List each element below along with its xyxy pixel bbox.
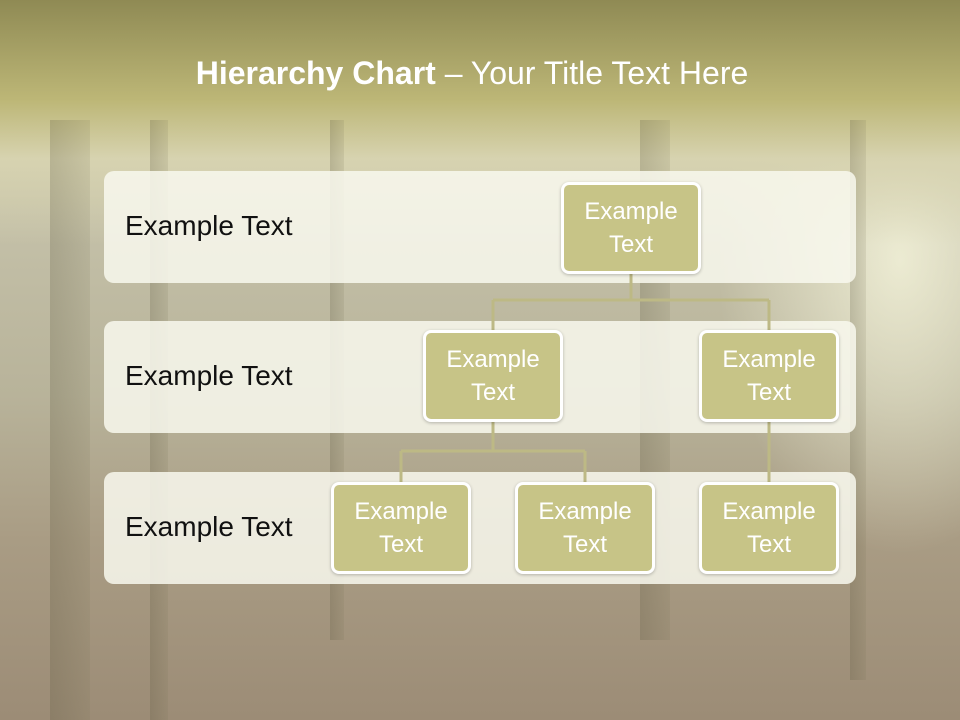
node-root[interactable]: Example Text	[561, 182, 701, 274]
node-child-left[interactable]: Example Text	[423, 330, 563, 422]
connector-left-grandchildren	[399, 422, 587, 482]
background-tree	[50, 120, 90, 720]
node-grandchild-2-text: Example Text	[538, 498, 632, 558]
title-bold: Hierarchy Chart	[195, 55, 436, 91]
node-grandchild-1-text: Example Text	[354, 498, 448, 558]
level-label-3: Example Text	[125, 511, 293, 542]
node-grandchild-3[interactable]: Example Text	[699, 482, 839, 574]
node-grandchild-1[interactable]: Example Text	[331, 482, 471, 574]
node-child-right[interactable]: Example Text	[699, 330, 839, 422]
title-rest: Your Title Text Here	[470, 55, 749, 91]
level-band-1	[104, 171, 856, 283]
connector-root-children	[491, 274, 771, 330]
node-grandchild-2[interactable]: Example Text	[515, 482, 655, 574]
node-child-right-text: Example Text	[722, 346, 816, 406]
node-grandchild-3-text: Example Text	[722, 498, 816, 558]
node-root-text: Example Text	[584, 198, 678, 258]
level-label-2: Example Text	[125, 360, 293, 391]
level-label-1: Example Text	[125, 210, 293, 241]
node-child-left-text: Example Text	[446, 346, 540, 406]
title-dash: –	[435, 55, 471, 91]
slide-title: Hierarchy Chart – Your Title Text Here	[0, 55, 944, 92]
